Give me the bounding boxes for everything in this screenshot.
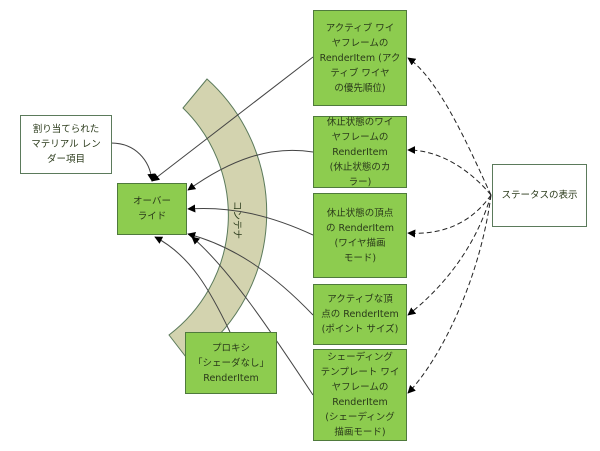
render-item-label: アクティブな頂 点の RenderItem (ポイント サイズ) <box>321 294 399 335</box>
override-node[interactable]: オーバー ライド <box>117 183 187 235</box>
connector-item5-to-override <box>191 236 314 396</box>
connector-item1-to-override <box>151 56 314 182</box>
connector-item2-to-override <box>187 149 314 191</box>
render-item-shading-template[interactable]: シェーディング テンプレート ワイ ヤフレームの RenderItem (シェー… <box>313 349 407 441</box>
status-display-node[interactable]: ステータスの表示 <box>492 164 587 227</box>
render-item-label: アクティブ ワイ ヤフレームの RenderItem (アク ティブ ワイヤ の… <box>319 22 401 94</box>
connector-proxy-to-override <box>154 236 231 333</box>
render-item-active-vertex[interactable]: アクティブな頂 点の RenderItem (ポイント サイズ) <box>313 284 407 345</box>
override-label: オーバー ライド <box>133 196 171 222</box>
status-display-label: ステータスの表示 <box>501 190 578 201</box>
render-item-label: 休止状態のワイ ヤフレームの RenderItem (休止状態のカ ラー) <box>326 116 394 188</box>
render-item-label: 休止状態の頂点 の RenderItem (ワイヤ描画 モード) <box>326 207 394 264</box>
proxy-label: プロキシ 「シェーダなし」 RenderItem <box>192 342 269 384</box>
status-connector-2 <box>407 146 492 196</box>
assigned-material-node[interactable]: 割り当てられた マテリアル レン ダー項目 <box>20 115 112 174</box>
render-item-active-wireframe[interactable]: アクティブ ワイ ヤフレームの RenderItem (アク ティブ ワイヤ の… <box>313 10 407 106</box>
status-connector-3 <box>407 194 492 238</box>
proxy-node[interactable]: プロキシ 「シェーダなし」 RenderItem <box>185 332 277 394</box>
render-item-label: シェーディング テンプレート ワイ ヤフレームの RenderItem (シェー… <box>320 352 400 438</box>
status-connector-1 <box>407 57 492 196</box>
render-item-dormant-vertex[interactable]: 休止状態の頂点 の RenderItem (ワイヤ描画 モード) <box>313 193 407 278</box>
connector-item3-to-override <box>187 204 314 236</box>
status-connector-4 <box>407 194 492 316</box>
container-label: コンテナ <box>231 201 242 239</box>
render-item-dormant-wireframe[interactable]: 休止状態のワイ ヤフレームの RenderItem (休止状態のカ ラー) <box>313 116 407 188</box>
assigned-material-label: 割り当てられた マテリアル レン ダー項目 <box>31 124 101 165</box>
status-connector-5 <box>407 194 492 394</box>
connector-item4-to-override <box>187 231 314 316</box>
connector-assigned-to-override <box>110 142 156 182</box>
